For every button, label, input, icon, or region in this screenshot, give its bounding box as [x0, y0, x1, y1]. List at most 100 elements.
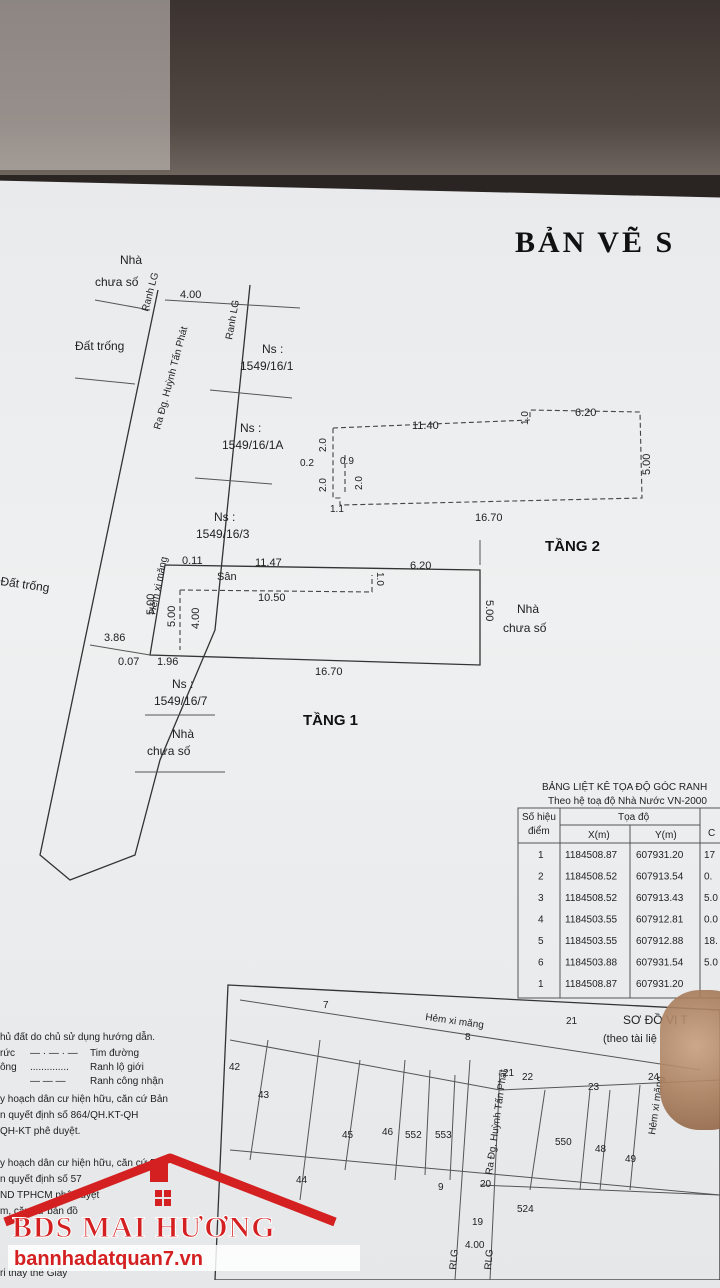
label-dat-trong-2: Đất trống: [0, 574, 50, 595]
label-ranh-lg-2: Ranh LG: [224, 299, 242, 341]
legend-l2: Tim đường: [90, 1048, 139, 1059]
label-nha-bottom-2: chưa số: [147, 744, 191, 758]
parcel-9: 9: [438, 1182, 444, 1193]
dim-f1-side-right: 5.00: [483, 600, 495, 621]
parcel-8: 8: [465, 1032, 471, 1043]
svg-text:— · — · —: — · — · —: [30, 1048, 78, 1059]
dim-f1-frontage: 3.86: [104, 632, 125, 644]
map-width: 4.00: [465, 1240, 485, 1251]
dim-f1-bottom: 16.70: [315, 666, 343, 678]
coord-cell-x: 1184503.88: [565, 958, 618, 969]
coord-cell-pt: 2: [538, 872, 544, 883]
parcel-19: 19: [472, 1217, 484, 1228]
boundary-nha: [94, 299, 151, 311]
dim-f1-left-c: 4.00: [190, 608, 202, 629]
coord-header-point-2: điểm: [528, 825, 550, 837]
dim-f1-step: 1.0: [374, 572, 385, 586]
label-ns3: Ns :: [214, 510, 235, 524]
parcel-48: 48: [595, 1144, 607, 1155]
coord-header-x: X(m): [588, 830, 610, 841]
dim-f2-left-b: 0.2: [300, 458, 314, 469]
coord-cell-y: 607912.88: [636, 936, 684, 947]
dim-f2-side: 5.00: [641, 454, 653, 475]
map-road: Ra Đg. Huỳnh Tấn Phát: [483, 1069, 510, 1176]
coord-header-point: Số hiệu: [522, 811, 556, 823]
label-ns1-num: 1549/16/1: [240, 359, 294, 373]
label-ns1: Ns :: [262, 342, 283, 356]
parcel-553: 553: [435, 1130, 452, 1141]
legend-p5: n quyết định số 57: [0, 1173, 82, 1185]
coord-cell-c: 5.0: [704, 958, 718, 969]
coord-cell-c: 5.0: [704, 893, 718, 904]
parcel-22: 22: [522, 1072, 534, 1083]
coord-cell-pt: 3: [538, 893, 544, 904]
label-ns4-num: 1549/16/7: [154, 694, 208, 708]
legend-l4: Ranh công nhận: [90, 1076, 163, 1087]
coord-table: [517, 807, 720, 999]
parcel-46: 46: [382, 1127, 394, 1138]
svg-text:— — —: — — —: [30, 1076, 66, 1087]
coord-cell-x: 1184508.87: [565, 850, 618, 861]
floor1-san-line: [179, 575, 373, 593]
coord-cell-y: 607912.81: [636, 915, 684, 926]
label-ns3-num: 1549/16/3: [196, 527, 250, 541]
coord-header-coord: Tọa độ: [618, 812, 650, 823]
boundary-dat-trong: [74, 377, 136, 385]
map-subtitle: (theo tài liệ: [603, 1033, 657, 1045]
coord-table-subtitle: Theo hệ toạ độ Nhà Nước VN-2000: [548, 796, 707, 807]
dim-f2-top: 11.40: [412, 420, 439, 432]
coord-cell-y: 607931.54: [636, 958, 684, 969]
svg-text:..............: ..............: [30, 1062, 69, 1073]
dim-f2-right-top: 6.20: [575, 407, 596, 419]
label-nha-bottom: Nhà: [172, 727, 194, 741]
document-title: BẢN VẼ S: [515, 226, 675, 259]
road-boundary: [39, 284, 251, 881]
coord-table-title: BẢNG LIỆT KÊ TỌA ĐỘ GÓC RANH: [542, 780, 707, 793]
floor1-label: TẦNG 1: [303, 712, 358, 729]
label-dat-trong-1: Đất trống: [75, 339, 124, 353]
map-rlg-2: RLG: [483, 1249, 496, 1271]
background-paper-corner: [0, 0, 170, 170]
dim-f1-gap: 0.07: [118, 656, 139, 668]
dim-f2-left-e: 2.0: [354, 476, 365, 490]
legend-l2-label: rức: [0, 1048, 15, 1059]
parcel-21b: 21: [503, 1068, 515, 1079]
coord-cell-y: 607931.20: [636, 979, 684, 990]
dim-f2-left-a: 2.0: [318, 438, 329, 452]
label-road: Ra Đg. Huỳnh Tấn Phát: [151, 325, 190, 431]
coord-cell-x: 1184503.55: [565, 915, 618, 926]
dim-f1-left-a: 5.00: [145, 594, 157, 615]
boundary-ns2: [194, 477, 273, 485]
coord-cell-pt: 1: [538, 850, 544, 861]
dim-f1-offset: 0.11: [182, 555, 203, 567]
legend-p1: y hoạch dân cư hiện hữu, căn cứ Bản: [0, 1094, 168, 1105]
watermark-logo: BDS MAI HƯƠNG bannhadatquan7.vn: [0, 1150, 370, 1280]
coord-cell-y: 607913.54: [636, 872, 684, 883]
coord-cell-x: 1184508.52: [565, 872, 618, 883]
legend-p2: n quyết định số 864/QH.KT-QH: [0, 1109, 138, 1121]
parcel-7: 7: [323, 1000, 329, 1011]
legend-l3: Ranh lộ giới: [90, 1062, 144, 1073]
finger-obstruction: [660, 990, 720, 1130]
coord-cell-c: 0.: [704, 872, 712, 883]
label-nha-top: Nhà: [120, 253, 142, 267]
dim-f1-san: 10.50: [258, 592, 286, 604]
legend-l1: hủ đất do chủ sử dụng hướng dẫn.: [0, 1030, 155, 1043]
coord-cell-pt: 1: [538, 979, 544, 990]
label-ns4: Ns :: [172, 677, 193, 691]
parcel-44: 44: [296, 1175, 308, 1186]
dim-f2-left-c: 0.9: [340, 456, 354, 467]
parcel-552: 552: [405, 1130, 422, 1141]
watermark-url: bannhadatquan7.vn: [14, 1248, 203, 1270]
parcel-49: 49: [625, 1154, 637, 1165]
legend-p4: y hoạch dân cư hiện hữu, căn cứ Bản: [0, 1158, 168, 1169]
legend-p6: ND TPHCM phê duyệt: [0, 1190, 100, 1201]
label-san: Sân: [217, 571, 237, 583]
coord-cell-pt: 5: [538, 936, 544, 947]
parcel-45: 45: [342, 1130, 354, 1141]
coord-cell-c: 18.: [704, 936, 718, 947]
label-ns2-num: 1549/16/1A: [222, 438, 283, 452]
floor2-label: TẦNG 2: [545, 538, 600, 555]
